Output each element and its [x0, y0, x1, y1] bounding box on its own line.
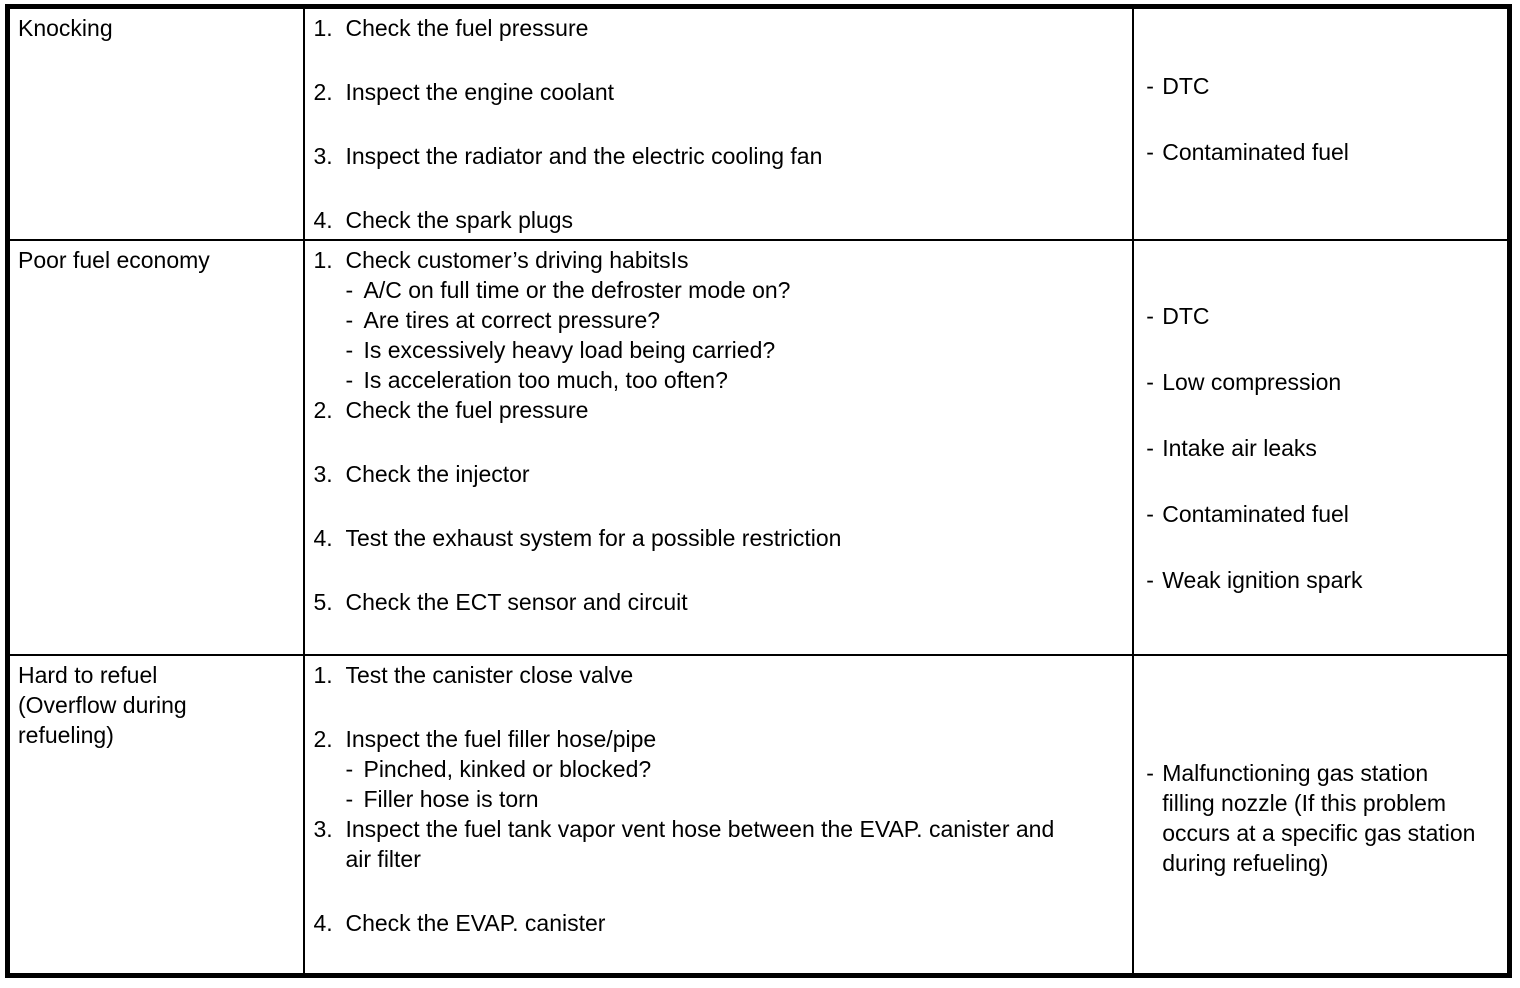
- step-number: 4.: [313, 910, 333, 936]
- cause-item: - Malfunctioning gas station filling noz…: [1146, 758, 1499, 878]
- cause-item: - Intake air leaks: [1146, 433, 1499, 463]
- dash-bullet: -: [1146, 567, 1154, 593]
- subitem-text: Are tires at correct pressure?: [363, 307, 661, 333]
- subitem-text: Pinched, kinked or blocked?: [363, 756, 652, 782]
- step-text: Check the fuel pressure: [345, 397, 589, 423]
- step-number: 3.: [313, 461, 333, 487]
- step-number: 3.: [313, 816, 333, 842]
- cause-text: Intake air leaks: [1162, 435, 1317, 461]
- cause-item: - DTC: [1146, 71, 1499, 101]
- step-number: 5.: [313, 589, 333, 615]
- step-text: Inspect the fuel tank vapor vent hose be…: [345, 816, 1055, 872]
- dash-bullet: -: [1146, 369, 1154, 395]
- step-subitem: - Are tires at correct pressure?: [345, 305, 1124, 335]
- causes-cell: - Malfunctioning gas station filling noz…: [1132, 654, 1511, 976]
- step-item: 1. Check customer’s driving habitsIs: [313, 245, 1124, 275]
- step-item: 2. Inspect the engine coolant: [313, 77, 1124, 107]
- step-item: 5. Check the ECT sensor and circuit: [313, 587, 1124, 617]
- step-text: Inspect the engine coolant: [345, 79, 615, 105]
- symptom-cell: Knocking: [6, 5, 306, 241]
- step-item: 4. Check the spark plugs: [313, 205, 1124, 235]
- table-row: Knocking 1. Check the fuel pressure 2. I…: [6, 5, 1511, 241]
- step-number: 2.: [313, 726, 333, 752]
- steps-cell: 1. Check the fuel pressure 2. Inspect th…: [303, 5, 1135, 241]
- cause-text: Contaminated fuel: [1162, 139, 1349, 165]
- step-text: Check the injector: [345, 461, 530, 487]
- subitem-text: A/C on full time or the defroster mode o…: [363, 277, 791, 303]
- dash-bullet: -: [1146, 73, 1154, 99]
- step-text: Check the ECT sensor and circuit: [345, 589, 688, 615]
- dash-bullet: -: [345, 756, 354, 782]
- dash-bullet: -: [1146, 435, 1154, 461]
- symptom-label: Hard to refuel (Overflow during refuelin…: [18, 662, 187, 748]
- step-text: Test the exhaust system for a possible r…: [345, 525, 842, 551]
- cause-text: Contaminated fuel: [1162, 501, 1349, 527]
- step-number: 2.: [313, 79, 333, 105]
- step-item: 3. Inspect the fuel tank vapor vent hose…: [313, 814, 1124, 874]
- subitem-text: Filler hose is torn: [363, 786, 539, 812]
- symptom-cell: Poor fuel economy: [6, 239, 306, 656]
- step-subitem: - Is excessively heavy load being carrie…: [345, 335, 1124, 365]
- subitem-text: Is acceleration too much, too often?: [363, 367, 728, 393]
- cause-text: Weak ignition spark: [1162, 567, 1363, 593]
- step-item: 1. Test the canister close valve: [313, 660, 1124, 690]
- cause-item: - Low compression: [1146, 367, 1499, 397]
- symptom-cell: Hard to refuel (Overflow during refuelin…: [6, 654, 306, 976]
- step-item: 4. Test the exhaust system for a possibl…: [313, 523, 1124, 553]
- step-item: 4. Check the EVAP. canister: [313, 908, 1124, 938]
- dash-bullet: -: [1146, 303, 1154, 329]
- step-text: Inspect the fuel filler hose/pipe: [345, 726, 657, 752]
- cause-text: DTC: [1162, 303, 1210, 329]
- step-text: Check the spark plugs: [345, 207, 574, 233]
- step-subitem: - Filler hose is torn: [345, 784, 1124, 814]
- cause-item: - Contaminated fuel: [1146, 499, 1499, 529]
- subitem-text: Is excessively heavy load being carried?: [363, 337, 776, 363]
- step-text: Check the fuel pressure: [345, 15, 589, 41]
- step-text: Check customer’s driving habitsIs: [345, 247, 689, 273]
- step-text: Check the EVAP. canister: [345, 910, 606, 936]
- steps-cell: 1. Check customer’s driving habitsIs - A…: [303, 239, 1135, 656]
- step-text: Inspect the radiator and the electric co…: [345, 143, 823, 169]
- dash-bullet: -: [1146, 139, 1154, 165]
- cause-item: - Weak ignition spark: [1146, 565, 1499, 595]
- dash-bullet: -: [345, 367, 354, 393]
- cause-text: Low compression: [1162, 369, 1342, 395]
- troubleshooting-table: Knocking 1. Check the fuel pressure 2. I…: [5, 4, 1512, 978]
- step-text: Test the canister close valve: [345, 662, 634, 688]
- cause-text: Malfunctioning gas station filling nozzl…: [1162, 760, 1476, 876]
- dash-bullet: -: [345, 337, 354, 363]
- step-subitem: - Is acceleration too much, too often?: [345, 365, 1124, 395]
- dash-bullet: -: [345, 307, 354, 333]
- step-item: 3. Inspect the radiator and the electric…: [313, 141, 1124, 171]
- step-subitem: - A/C on full time or the defroster mode…: [345, 275, 1124, 305]
- table-row: Poor fuel economy 1. Check customer’s dr…: [6, 239, 1511, 656]
- steps-cell: 1. Test the canister close valve 2. Insp…: [303, 654, 1135, 976]
- dash-bullet: -: [345, 786, 354, 812]
- causes-cell: - DTC - Low compression - Intake air lea…: [1132, 239, 1511, 656]
- causes-cell: - DTC - Contaminated fuel: [1132, 5, 1511, 241]
- step-number: 4.: [313, 207, 333, 233]
- step-subitem: - Pinched, kinked or blocked?: [345, 754, 1124, 784]
- step-item: 2. Check the fuel pressure: [313, 395, 1124, 425]
- step-number: 1.: [313, 15, 333, 41]
- step-number: 1.: [313, 662, 333, 688]
- step-number: 3.: [313, 143, 333, 169]
- step-item: 3. Check the injector: [313, 459, 1124, 489]
- symptom-label: Knocking: [18, 15, 113, 41]
- step-number: 2.: [313, 397, 333, 423]
- cause-item: - DTC: [1146, 301, 1499, 331]
- dash-bullet: -: [1146, 501, 1154, 527]
- symptom-label: Poor fuel economy: [18, 247, 210, 273]
- dash-bullet: -: [1146, 760, 1154, 786]
- table-row: Hard to refuel (Overflow during refuelin…: [6, 654, 1511, 976]
- cause-item: - Contaminated fuel: [1146, 137, 1499, 167]
- step-number: 1.: [313, 247, 333, 273]
- dash-bullet: -: [345, 277, 354, 303]
- step-item: 1. Check the fuel pressure: [313, 13, 1124, 43]
- step-number: 4.: [313, 525, 333, 551]
- step-item: 2. Inspect the fuel filler hose/pipe: [313, 724, 1124, 754]
- cause-text: DTC: [1162, 73, 1210, 99]
